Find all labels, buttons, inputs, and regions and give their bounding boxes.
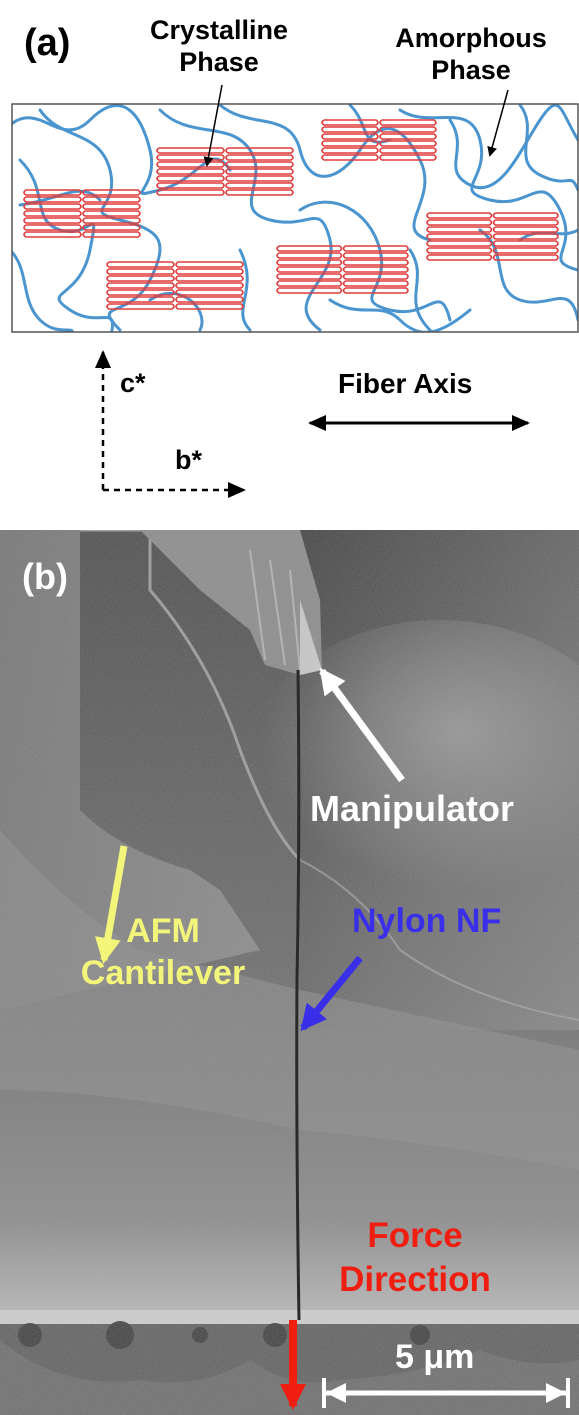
lamella-fold [276,273,409,280]
nylon-nf-label: Nylon NF [352,902,502,940]
panel-a-frame [11,103,579,333]
lamella-fold [276,252,409,259]
lamella-fold [106,303,244,310]
nylon-nanofiber [295,669,301,1321]
afm-label-line1: AFM [126,912,200,950]
afm-cantilever-label: AFM Cantilever [38,910,288,994]
amorphous-chains [12,104,578,332]
manipulator-arrow [319,667,405,783]
lamella-fold [23,231,141,238]
lamella-fold [23,196,141,203]
amorphous-pointer-arrow [487,89,509,157]
b-axis-label: b* [175,445,202,475]
afm-arrow [94,845,128,964]
lamella-fold [321,147,437,154]
lamella-fold [321,140,437,147]
panel-b-micrograph: (b) Manipulator Nylon NF AFM Cantilever … [0,530,579,1415]
manipulator-label: Manipulator [310,788,514,829]
crystalline-label-line1: Crystalline [149,15,289,45]
nylon-arrow [300,955,363,1032]
lamella-fold [321,133,437,140]
lamella-fold [276,266,409,273]
crystalline-lamellae [23,119,559,310]
lamella-fold [276,245,409,252]
crystalline-phase-label: Crystalline Phase [110,14,328,78]
lamella-fold [23,217,141,224]
afm-label-line2: Cantilever [80,954,246,992]
lamella-fold [321,126,437,133]
lamella-fold [106,261,244,268]
crystalline-label-line2: Phase [179,47,259,77]
lamella-fold [156,154,294,161]
lamella-fold [156,175,294,182]
lamella-fold [156,168,294,175]
scale-bar-label: 5 μm [395,1338,475,1376]
lamella-fold [426,226,559,233]
lamella-fold [426,219,559,226]
lamella-fold [23,224,141,231]
lamella-fold [106,275,244,282]
lamella-fold [426,247,559,254]
force-direction-label: Force Direction [310,1214,520,1302]
panel-a-label: (a) [24,22,71,64]
lamella-fold [426,212,559,219]
c-axis-label: c* [120,368,146,398]
lamella-fold [23,203,141,210]
crystalline-pointer-arrow [203,84,223,167]
lamella-fold [23,189,141,196]
lamella-fold [156,147,294,154]
panel-b-label: (b) [22,556,68,597]
lamella-fold [426,240,559,247]
lamella-fold [321,154,437,161]
lamella-fold [426,233,559,240]
panel-a-diagram [11,84,579,498]
lamella-fold [276,259,409,266]
lamella-fold [106,289,244,296]
lamella-fold [156,161,294,168]
amorphous-label-line2: Phase [431,55,511,85]
lamella-fold [23,210,141,217]
lamella-fold [321,119,437,126]
lamella-fold [106,296,244,303]
amorphous-label-line1: Amorphous [395,23,547,53]
lamella-fold [156,182,294,189]
lamella-fold [276,280,409,287]
lamella-fold [106,268,244,275]
lamella-fold [426,254,559,261]
force-label-line2: Direction [339,1260,491,1299]
force-label-line1: Force [367,1216,463,1255]
fiber-axis-label: Fiber Axis [338,368,473,399]
lamella-fold [106,282,244,289]
amorphous-phase-label: Amorphous Phase [378,22,564,86]
lamella-fold [156,189,294,196]
lamella-fold [276,287,409,294]
